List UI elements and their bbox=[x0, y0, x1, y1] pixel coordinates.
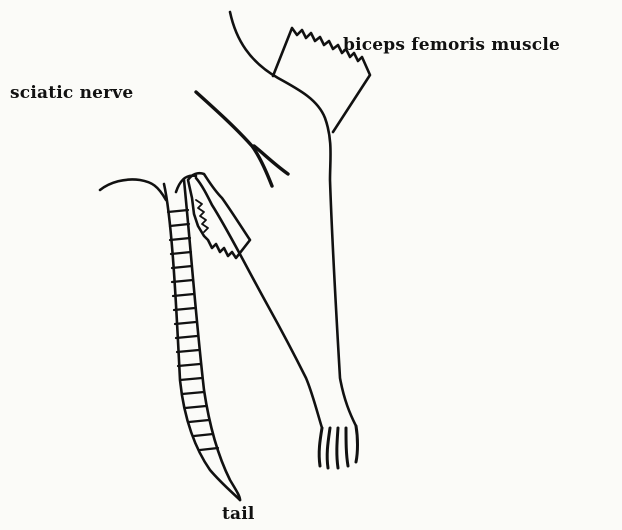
leg-outline-right bbox=[196, 178, 322, 428]
tail-outline-right bbox=[184, 180, 240, 500]
sciatic-nerve-label: sciatic nerve bbox=[10, 83, 133, 103]
leg-outline-left bbox=[230, 12, 356, 426]
hip-curve bbox=[100, 179, 166, 200]
tail-label: tail bbox=[222, 504, 255, 524]
sciatic-nerve bbox=[196, 92, 288, 186]
biceps-femoris-label: biceps femoris muscle bbox=[343, 35, 560, 55]
toes bbox=[319, 426, 357, 468]
